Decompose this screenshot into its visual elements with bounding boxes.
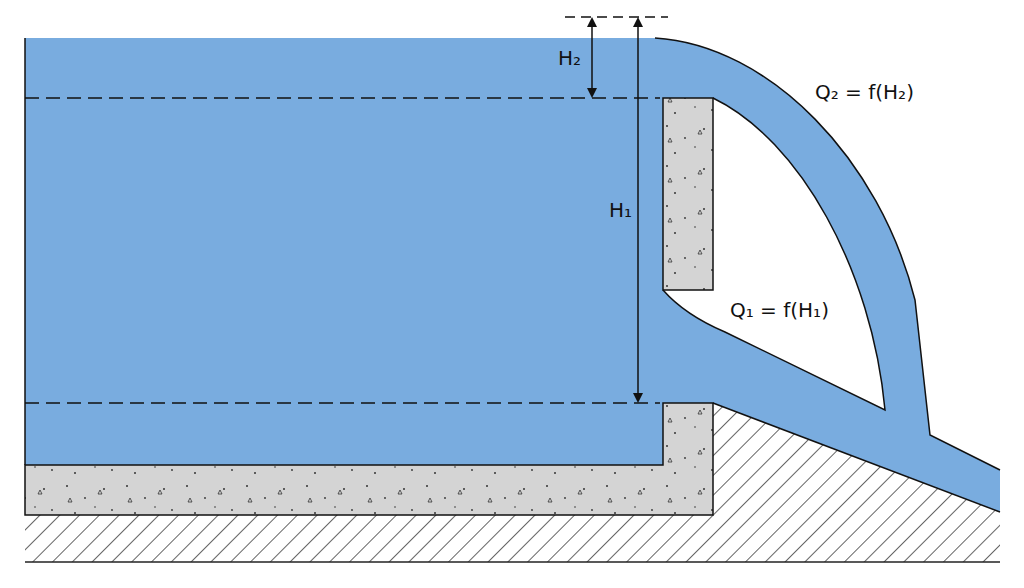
weir-wall	[663, 98, 713, 290]
head-label: H₁	[609, 200, 632, 220]
head-label: H₂	[558, 48, 581, 68]
concrete-floor	[25, 403, 713, 515]
nappe-inner	[663, 98, 885, 410]
water-body	[25, 38, 1000, 512]
discharge-label: Q₂ = f(H₂)	[815, 82, 914, 102]
discharge-label: Q₁ = f(H₁)	[730, 300, 829, 320]
air-cavity	[663, 98, 885, 410]
dimension-arrows	[587, 17, 643, 403]
